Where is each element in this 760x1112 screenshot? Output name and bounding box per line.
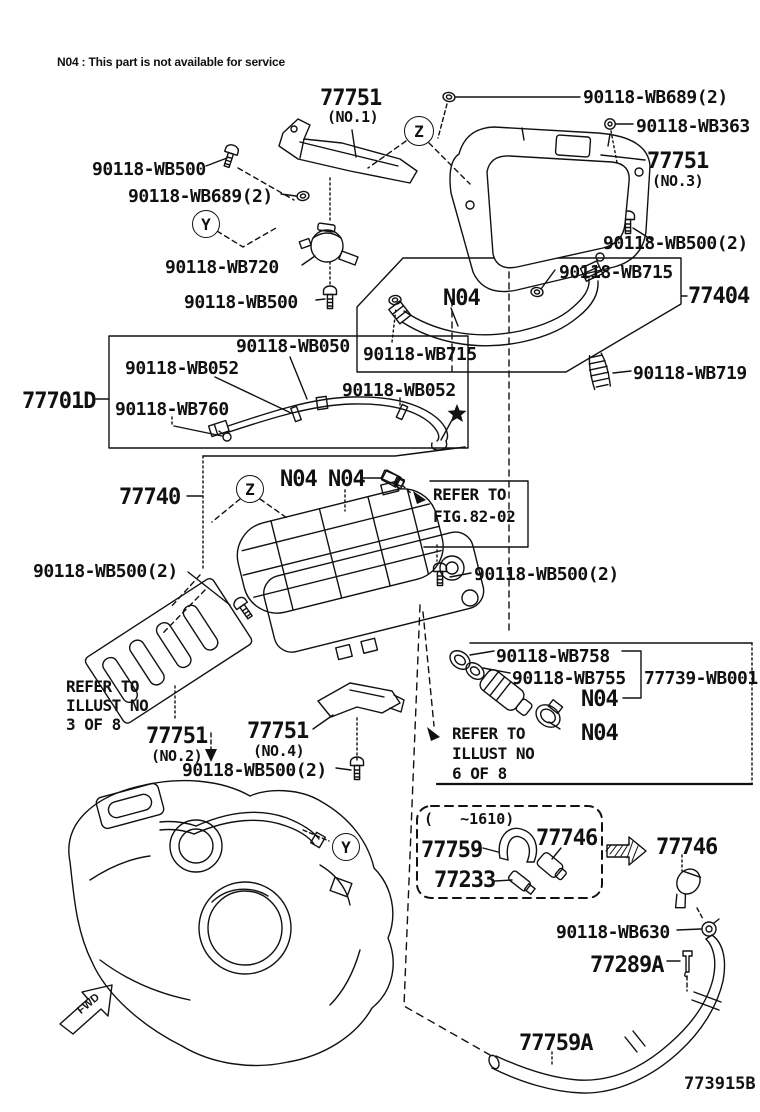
view-balloon-z-mid: Z [236,475,264,503]
part-label-wb719: 90118-WB719 [633,363,747,384]
hose-77759-art [498,827,538,863]
part-label-77751-no2: 77751 [146,724,208,749]
refer-illust3-line3: 3 OF 8 [66,715,121,734]
hose-77759a-art [488,934,726,1094]
box-77701d [108,335,469,449]
part-label-77751-no1: 77751 [320,86,382,111]
part-label-wb500-mid: 90118-WB500 [184,292,298,313]
part-label-77404: 77404 [688,284,750,309]
part-label-wb500-top: 90118-WB500 [92,159,206,180]
bolt-icon [231,594,257,622]
part-label-wb720: 90118-WB720 [165,257,279,278]
part-label-wb500-topright: 90118-WB500(2) [603,233,748,254]
bracket-no4-art [317,682,405,718]
bracket-no3-art [449,126,651,293]
part-label-wb630: 90118-WB630 [556,922,670,943]
part-label-wb052-right: 90118-WB052 [342,380,456,401]
part-label-77759a: 77759A [519,1031,593,1056]
part-label-77739-wb001: 77739-WB001 [644,668,758,689]
box-superseded [416,805,603,899]
valve-77746-art [674,868,702,909]
washer-icon [604,118,616,130]
part-label-wb500-right2: 90118-WB500(2) [474,564,619,585]
part-label-n04-conn-2: N04 [581,721,619,746]
part-label-77740: 77740 [119,485,181,510]
box-connector [435,642,754,786]
part-label-n04-canister-2: N04 [328,467,366,492]
nut-icon [441,90,457,104]
part-label-n04-hose: N04 [443,286,481,311]
refer-illust6-line1: REFER TO [452,724,526,743]
date-range-note: ( ~1610) [424,810,515,828]
supersession-arrow-icon [605,836,647,866]
part-sublabel-no2: (NO.2) [151,747,203,765]
bolt-icon [219,142,241,170]
clamp-wb630-art [701,918,720,937]
refer-illust6-line3: 6 OF 8 [452,764,507,783]
part-label-wb052-left: 90118-WB052 [125,358,239,379]
nut-icon [387,294,403,306]
part-label-wb715-bottom: 90118-WB715 [363,344,477,365]
port-fitting-art [380,469,406,490]
part-label-wb363: 90118-WB363 [636,116,750,137]
refer-illust3-line2: ILLUST NO [66,696,149,715]
fwd-arrow-icon [59,984,113,1035]
part-label-wb500-left2: 90118-WB500(2) [33,561,178,582]
part-label-77289a: 77289A [590,953,664,978]
part-label-77746-inbox: 77746 [536,826,598,851]
connector-parts-art [449,650,564,728]
pipe-77701d-art [207,395,449,451]
part-sublabel-no4: (NO.4) [253,742,305,760]
part-77233-art [507,870,536,895]
refer-illust6-line2: ILLUST NO [452,744,535,763]
refer-fig-note-line2: FIG.82-02 [433,507,516,526]
bracket-left-art [84,577,253,724]
fuel-tank-art [68,779,394,1067]
refer-illust3-line1: REFER TO [66,677,140,696]
part-label-77759: 77759 [421,838,483,863]
grommet-art [588,352,612,391]
part-label-wb050: 90118-WB050 [236,336,350,357]
box-refer-fig [423,480,529,548]
view-balloon-y-top: Y [192,210,220,238]
part-label-77746-right: 77746 [656,835,718,860]
view-balloon-z-top: Z [404,116,434,146]
part-sublabel-no3: (NO.3) [652,172,704,190]
part-label-wb755: 90118-WB755 [512,668,626,689]
part-label-77701d: 77701D [22,389,96,414]
part-label-n04-canister-1: N04 [280,467,318,492]
nut-icon [529,286,545,298]
arrow-to-illust6 [427,727,440,741]
part-label-wb500-bottom: 90118-WB500(2) [182,760,327,781]
part-label-wb715-top: 90118-WB715 [559,262,673,283]
diagram-number: 773915B [684,1074,756,1094]
box-77404 [356,257,682,373]
arrow-to-fig82 [413,491,426,504]
valve-77746-inbox-art [536,852,567,881]
check-valve-art [298,222,359,266]
bracket-no1-art [278,118,418,184]
service-note: N04 : This part is not available for ser… [57,55,285,69]
part-label-wb689-left: 90118-WB689(2) [128,186,273,207]
part-label-wb689-top: 90118-WB689(2) [583,87,728,108]
part-label-77233: 77233 [434,868,496,893]
part-label-n04-conn-1: N04 [581,687,619,712]
bolt-icon [322,285,338,310]
arrow-to-tank [205,749,217,762]
part-label-77751-no3: 77751 [647,149,709,174]
view-balloon-y-tank: Y [332,833,360,861]
part-label-wb760: 90118-WB760 [115,399,229,420]
part-sublabel-no1: (NO.1) [327,108,379,126]
part-label-77751-no4: 77751 [247,719,309,744]
box-77740 [202,446,466,571]
part-label-wb758: 90118-WB758 [496,646,610,667]
hose-77404-art [388,260,604,347]
nut-icon [295,190,311,202]
refer-fig-note-line1: REFER TO [433,485,507,504]
clip-77289a-art [682,950,693,978]
star-icon [447,404,467,422]
